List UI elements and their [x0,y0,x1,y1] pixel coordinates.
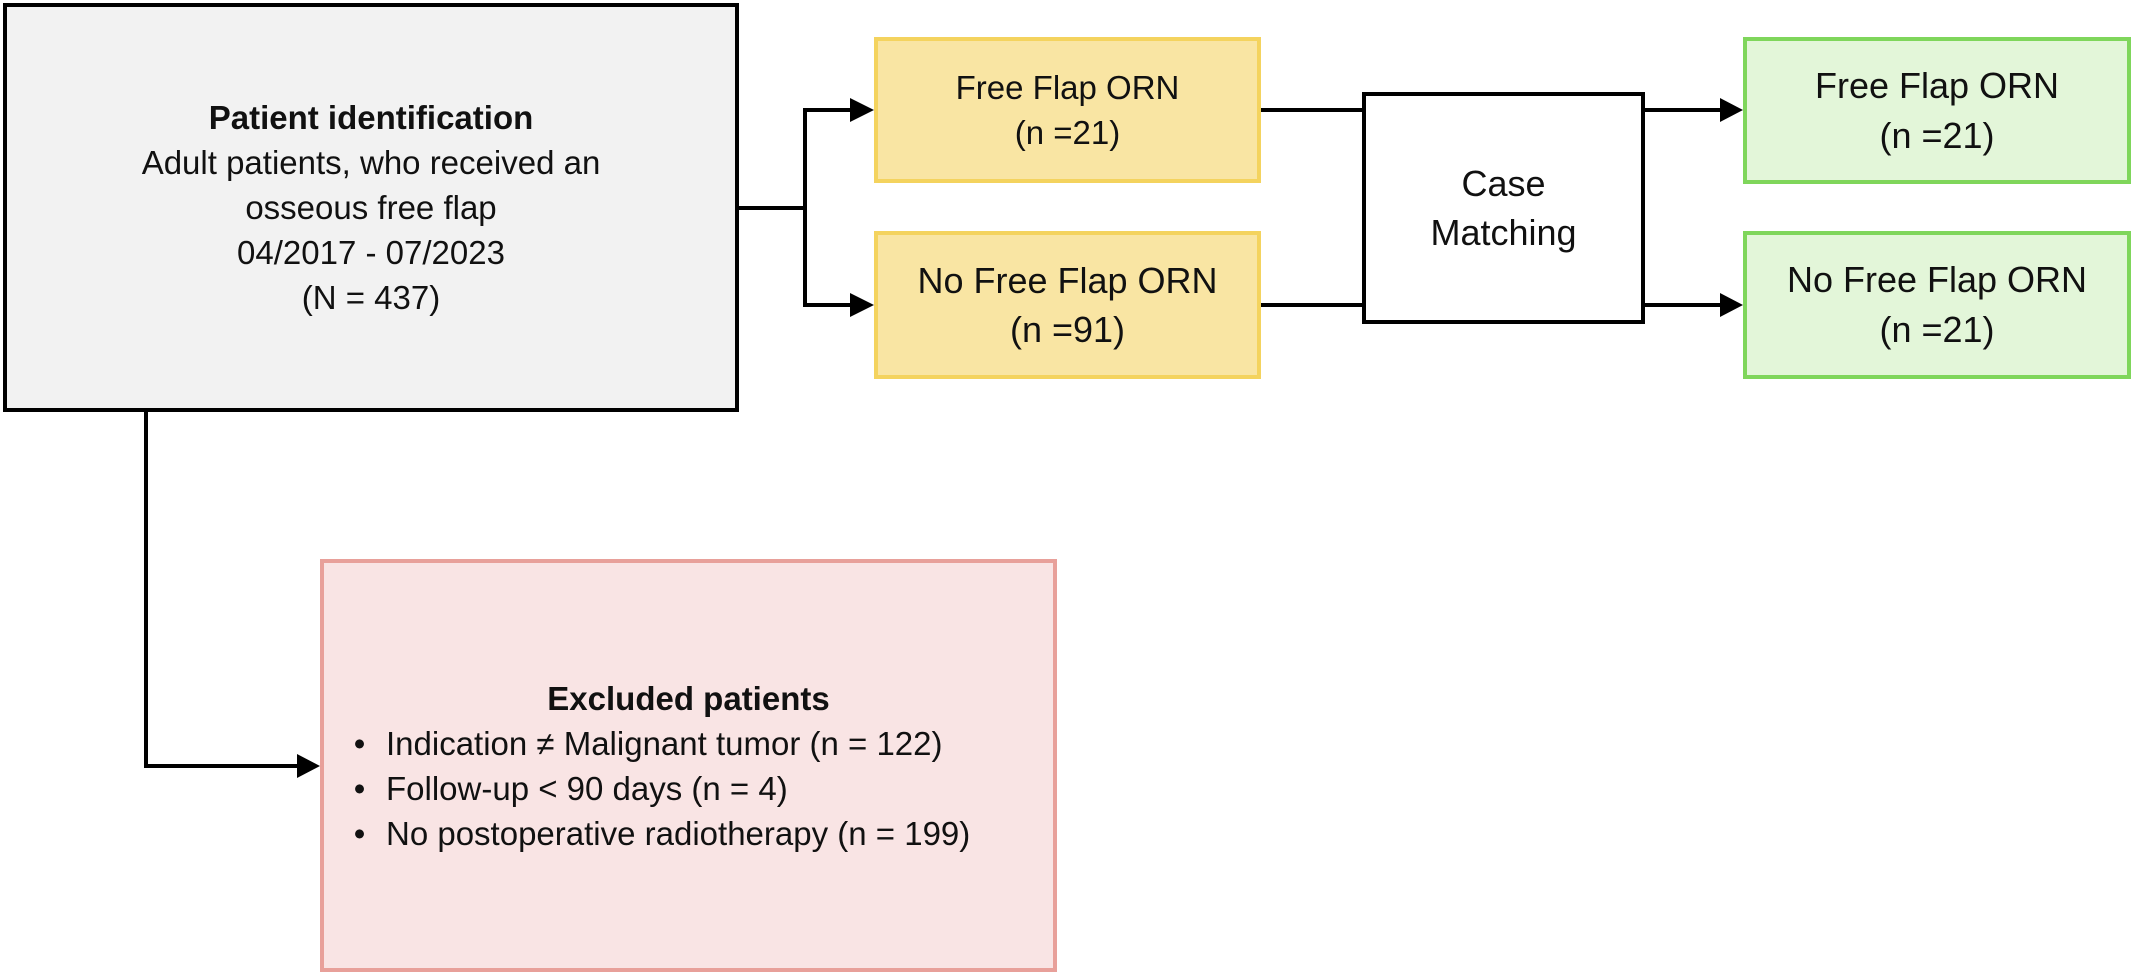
patient-identification-title: Patient identification [208,99,534,136]
arrow-to-free-flap-orn [803,108,852,208]
free-flap-orn-label: Free Flap ORN [955,69,1180,106]
exclusion-item: • Follow-up < 90 days (n = 4) [334,766,970,811]
arrowhead-free-flap-orn [850,98,874,122]
exclusion-criteria-list: • Indication ≠ Malignant tumor (n = 122)… [334,721,971,856]
matched-free-flap-orn-count: (n =21) [1879,114,1995,156]
free-flap-orn-count: (n =21) [1014,114,1121,151]
matched-no-free-flap-orn-label: No Free Flap ORN [1786,259,2088,300]
arrowhead-matched-no-free-flap-orn [1720,293,1743,317]
identification-line-count: (N = 437) [301,279,441,316]
exclusion-item-text: Indication ≠ Malignant tumor (n = 122) [386,724,943,762]
excluded-patients-title: Excluded patients [547,679,830,717]
case-matching-line-1: Case [1461,163,1546,204]
no-free-flap-orn-label: No Free Flap ORN [917,260,1218,301]
patient-identification-box: Patient identification Adult patients, w… [3,3,739,412]
bullet-icon: • [353,724,366,762]
identification-line-criteria: Adult patients, who received an [141,144,601,181]
no-free-flap-orn-box: No Free Flap ORN (n =91) [874,231,1261,379]
arrow-to-no-free-flap-orn [803,208,852,307]
exclusion-item-text: No postoperative radiotherapy (n = 199) [386,814,971,852]
exclusion-item: • No postoperative radiotherapy (n = 199… [334,811,971,856]
arrowhead-no-free-flap-orn [850,293,874,317]
case-matching-line-2: Matching [1430,212,1577,253]
matched-no-free-flap-orn-count: (n =21) [1879,309,1995,350]
excluded-patients-box: Excluded patients • Indication ≠ Maligna… [320,559,1057,972]
free-flap-orn-box: Free Flap ORN (n =21) [874,37,1261,183]
case-matching-box: Case Matching [1362,92,1645,324]
arrowhead-matched-free-flap-orn [1720,98,1743,122]
arrowhead-excluded [297,754,320,778]
exclusion-item-text: Follow-up < 90 days (n = 4) [386,769,788,807]
arrow-to-excluded [144,412,299,768]
identification-line-flap: osseous free flap [245,189,497,226]
identification-line-period: 04/2017 - 07/2023 [237,234,505,271]
matched-free-flap-orn-box: Free Flap ORN (n =21) [1743,37,2131,184]
bullet-icon: • [353,769,366,807]
exclusion-item: • Indication ≠ Malignant tumor (n = 122) [334,721,970,766]
bullet-icon: • [353,814,366,852]
matched-no-free-flap-orn-box: No Free Flap ORN (n =21) [1743,231,2131,379]
no-free-flap-orn-count: (n =91) [1009,309,1126,350]
matched-free-flap-orn-label: Free Flap ORN [1814,64,2060,106]
